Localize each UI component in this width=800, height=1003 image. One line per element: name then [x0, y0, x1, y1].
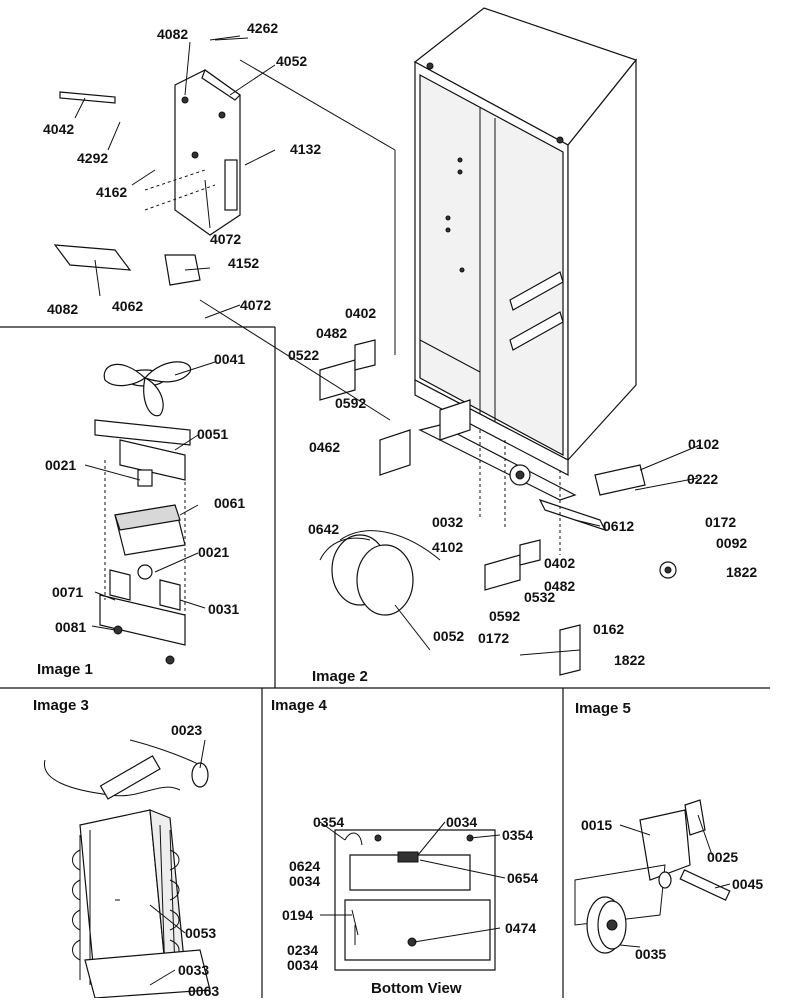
image4-title: Image 4: [271, 697, 328, 714]
callout: 1822: [614, 652, 645, 668]
callout: 0034: [287, 957, 318, 973]
image2-drawing: [199, 59, 677, 676]
callout: 4152: [228, 255, 259, 271]
callout: 4062: [112, 298, 143, 314]
callout: 0034: [289, 873, 320, 889]
callout: 0052: [433, 628, 464, 644]
callout: 0462: [309, 439, 340, 455]
callout: 4162: [96, 184, 127, 200]
callout: 0034: [446, 814, 477, 830]
bottom-view-caption: Bottom View: [371, 980, 462, 997]
callout: 0194: [282, 907, 313, 923]
callout: 4132: [290, 141, 321, 157]
callout: 4292: [77, 150, 108, 166]
callout: 0234: [287, 942, 318, 958]
callout: 0162: [593, 621, 624, 637]
callout: 0061: [214, 495, 245, 511]
callouts-image5: 0015 0025 0045 0035: [581, 817, 763, 962]
callout: 0482: [316, 325, 347, 341]
callout: 4042: [43, 121, 74, 137]
callout: 0071: [52, 584, 83, 600]
image5-drawing: [574, 799, 731, 954]
panel-dividers: [0, 326, 770, 998]
callout: 0053: [185, 925, 216, 941]
callout: 4072: [210, 231, 241, 247]
callout: 0474: [505, 920, 536, 936]
callout: 0033: [178, 962, 209, 978]
callout: 0025: [707, 849, 738, 865]
callout: 0354: [502, 827, 533, 843]
image5-title: Image 5: [575, 700, 631, 717]
callouts-image4: 0354 0034 0354 0624 0034 0654 0194 0474 …: [282, 814, 538, 973]
image2-title: Image 2: [312, 668, 368, 685]
callout: 0612: [603, 518, 634, 534]
callout: 4072: [240, 297, 271, 313]
callout: 0041: [214, 351, 245, 367]
callout: 0354: [313, 814, 344, 830]
callout: 0051: [197, 426, 228, 442]
callout: 4082: [157, 26, 188, 42]
callout: 0402: [345, 305, 376, 321]
image1-title: Image 1: [37, 661, 93, 678]
callout: 0045: [732, 876, 763, 892]
callout: 0172: [478, 630, 509, 646]
callout: 1822: [726, 564, 757, 580]
callout: 0032: [432, 514, 463, 530]
cabinet-drawing: [413, 7, 638, 532]
callout: 0592: [489, 608, 520, 624]
callout: 0023: [171, 722, 202, 738]
callout: 0654: [507, 870, 538, 886]
callout: 0482: [544, 578, 575, 594]
callout: 0092: [716, 535, 747, 551]
callout: 4082: [47, 301, 78, 317]
callout: 0624: [289, 858, 320, 874]
callout: 0102: [688, 436, 719, 452]
callouts-image3: 0023 0053 0033 0063: [171, 722, 219, 999]
callout: 4052: [276, 53, 307, 69]
callout: 0592: [335, 395, 366, 411]
image4-drawing: [334, 829, 496, 971]
callout: 4102: [432, 539, 463, 555]
callout: 0642: [308, 521, 339, 537]
callout: 0532: [524, 589, 555, 605]
callout: 0081: [55, 619, 86, 635]
callout: 0222: [687, 471, 718, 487]
callout: 4262: [247, 20, 278, 36]
callout: 0522: [288, 347, 319, 363]
callout: 0063: [188, 983, 219, 998]
coil-tubes: [72, 824, 180, 985]
leader-lines: [74, 37, 731, 986]
callout: 0021: [45, 457, 76, 473]
top-left-assembly: [53, 35, 276, 286]
callout: 0172: [705, 514, 736, 530]
callouts-image1: 0041 0051 0021 0061 0021 0071 0031 0081: [45, 351, 245, 635]
callout: 0031: [208, 601, 239, 617]
callouts-image2: 0402 0482 0522 0592 0462 0102 0222 0032 …: [288, 305, 757, 668]
callout: 0021: [198, 544, 229, 560]
callout: 0402: [544, 555, 575, 571]
image3-drawing: [44, 739, 211, 999]
image3-title: Image 3: [33, 697, 89, 714]
callout: 0035: [635, 946, 666, 962]
image1-drawing: [94, 361, 192, 665]
callouts-top: 4082 4262 4052 4042 4292 4162 4132 4072 …: [43, 20, 321, 317]
callout: 0015: [581, 817, 612, 833]
